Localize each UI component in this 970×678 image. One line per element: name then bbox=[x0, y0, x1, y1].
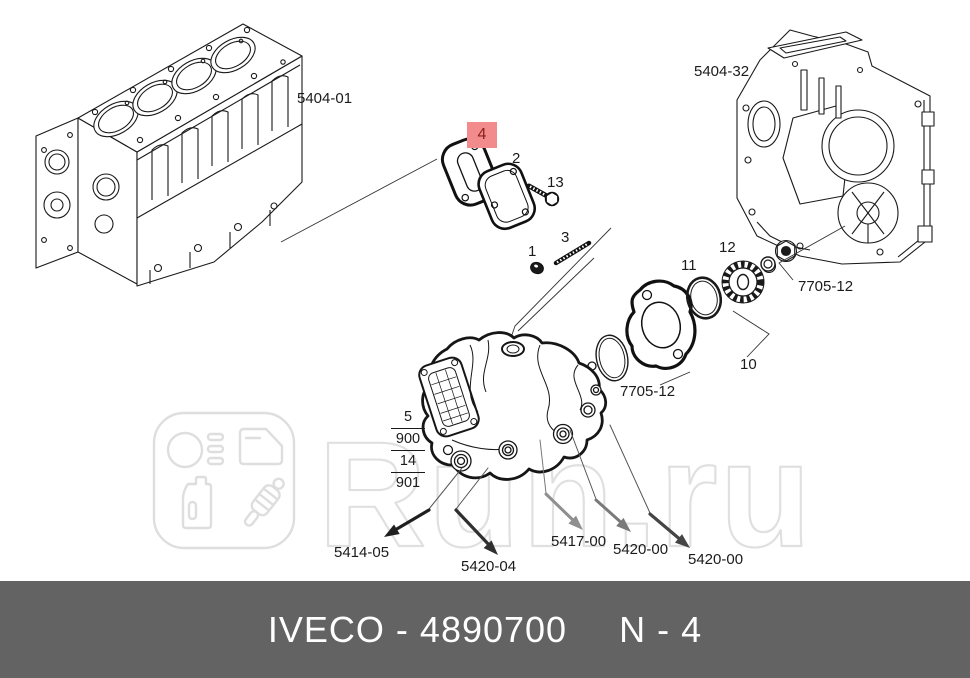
flange-oring-drawing bbox=[595, 334, 629, 382]
pump-ref-900[interactable]: 900 bbox=[391, 429, 425, 451]
part-label-timing-cover[interactable]: 5404-32 bbox=[694, 63, 750, 80]
callout-3[interactable]: 3 bbox=[561, 229, 570, 246]
stud-3-drawing bbox=[553, 240, 592, 266]
part-label-engine-block[interactable]: 5404-01 bbox=[297, 90, 353, 107]
flange-10-drawing bbox=[625, 279, 697, 370]
footer-bar: IVECO - 4890700 N - 4 bbox=[0, 581, 970, 678]
callout-10[interactable]: 10 bbox=[740, 356, 757, 373]
arrow-5420-00-a bbox=[569, 429, 631, 532]
outlet-label-5420-00-b[interactable]: 5420-00 bbox=[688, 551, 744, 568]
pump-fittings bbox=[442, 361, 602, 472]
oring-11-drawing bbox=[685, 276, 723, 320]
callout-12[interactable]: 12 bbox=[719, 239, 736, 256]
headlight-icon bbox=[166, 431, 225, 469]
outlet-label-5414-05[interactable]: 5414-05 bbox=[334, 544, 390, 561]
car-door-icon bbox=[238, 427, 284, 466]
callout-4-selected[interactable]: 4 bbox=[467, 122, 497, 148]
footer-sheet-number: N - 4 bbox=[619, 608, 703, 650]
watermark-logo-box bbox=[152, 411, 296, 550]
outlet-label-5420-04[interactable]: 5420-04 bbox=[461, 558, 517, 575]
gear-washer-drawing bbox=[760, 256, 776, 272]
watermark-text: Run.ru bbox=[318, 410, 813, 578]
shock-absorber-icon bbox=[243, 477, 285, 527]
nut-1-drawing bbox=[530, 261, 544, 275]
gasket-2-drawing bbox=[477, 162, 537, 231]
leader-studs-to-pump bbox=[505, 227, 612, 353]
leader-flange-seal bbox=[659, 371, 691, 386]
arrow-5420-00-b bbox=[609, 424, 690, 548]
outlet-label-5420-00-a[interactable]: 5420-00 bbox=[613, 541, 669, 558]
injection-pump-drawing bbox=[418, 331, 608, 481]
cover-nut-drawing bbox=[774, 239, 798, 263]
arrow-5417-00 bbox=[539, 439, 583, 530]
arrow-5414-05 bbox=[384, 467, 463, 537]
oil-canister-icon bbox=[181, 475, 213, 530]
leader-cover-seal bbox=[778, 225, 846, 281]
pump-ref-901[interactable]: 901 bbox=[395, 475, 421, 491]
callout-1[interactable]: 1 bbox=[528, 243, 537, 260]
leader-stud3-to-pump bbox=[517, 257, 595, 332]
arrow-5420-04 bbox=[454, 467, 498, 555]
leader-block-to-gasket4 bbox=[280, 158, 438, 243]
outlet-arrows bbox=[384, 424, 690, 555]
pump-ref-5[interactable]: 5 bbox=[391, 407, 425, 429]
callout-2[interactable]: 2 bbox=[512, 150, 521, 167]
watermark: Run.ru bbox=[152, 409, 813, 579]
part-label-flange-seal[interactable]: 7705-12 bbox=[620, 383, 676, 400]
gear-12-drawing bbox=[721, 260, 765, 304]
bolt-13-drawing bbox=[526, 183, 560, 207]
leader-flange-group bbox=[732, 310, 770, 358]
pump-ref-stack: 5 900 14 901 bbox=[391, 407, 425, 494]
footer-catalog-code: IVECO - 4890700 bbox=[267, 608, 568, 650]
callout-13[interactable]: 13 bbox=[547, 174, 564, 191]
engine-block-drawing bbox=[35, 23, 303, 287]
callout-11[interactable]: 11 bbox=[681, 257, 697, 274]
part-label-cover-seal[interactable]: 7705-12 bbox=[798, 278, 854, 295]
outlet-label-5417-00[interactable]: 5417-00 bbox=[551, 533, 607, 550]
timing-cover-drawing bbox=[736, 29, 935, 281]
pump-ref-14[interactable]: 14 bbox=[391, 451, 425, 473]
